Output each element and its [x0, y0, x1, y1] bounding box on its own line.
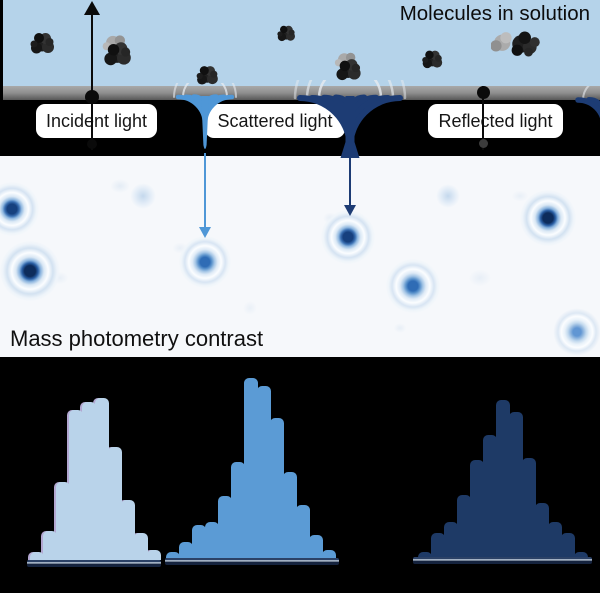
histogram-bar — [95, 398, 109, 560]
reflected-light-label-text: Reflected light — [438, 110, 553, 131]
histogram-bar — [108, 447, 122, 560]
contrast-caption: Mass photometry contrast — [10, 326, 264, 351]
histogram-bar — [470, 460, 484, 557]
psf-spot — [179, 236, 231, 288]
histogram-bar — [522, 458, 536, 557]
histogram-bar — [535, 503, 549, 557]
histogram-baseline — [413, 557, 592, 564]
histogram-bar — [483, 435, 497, 557]
histogram-bar — [444, 522, 458, 557]
histogram-bar — [147, 550, 161, 560]
scattered-light-arrow-large — [348, 150, 352, 206]
psf-spot — [436, 184, 460, 208]
contrast-region: Mass photometry contrast — [0, 156, 600, 357]
molecules-title: Molecules in solution — [399, 2, 590, 25]
histogram-bar — [548, 522, 562, 557]
psf-spot — [0, 241, 60, 301]
histogram-bar — [296, 505, 310, 558]
molecule — [491, 31, 540, 57]
histogram-bar — [231, 462, 245, 558]
scattered-light-arrow-small — [203, 153, 207, 228]
psf-spot — [321, 210, 375, 264]
reflected-light-label: Reflected light — [428, 104, 563, 138]
histogram-bar — [561, 533, 575, 557]
incident-light-label-text: Incident light — [45, 110, 148, 131]
molecule — [30, 33, 54, 54]
histogram-bar — [418, 552, 432, 557]
psf-spot — [386, 259, 440, 313]
histogram-bar — [56, 482, 70, 560]
histogram-bar — [192, 525, 206, 558]
histogram-bar — [179, 542, 193, 558]
scattered-light-label-text: Scattered light — [217, 110, 333, 131]
molecule — [422, 50, 443, 69]
histogram-bar — [457, 495, 471, 557]
psf-spot — [520, 190, 576, 246]
histogram-bar — [166, 552, 180, 558]
psf-spot — [0, 182, 39, 236]
histogram-bar — [218, 496, 232, 558]
histogram-baseline — [27, 560, 161, 567]
molecule — [334, 52, 361, 81]
scattered-light-arrowhead-small-icon — [198, 227, 211, 238]
histogram-bar — [509, 412, 523, 557]
histogram-bar — [82, 402, 96, 560]
histogram-bar — [134, 533, 148, 560]
scattered-light-label: Scattered light — [205, 104, 345, 138]
incident-light-label: Incident light — [36, 104, 157, 138]
line-node — [87, 139, 97, 149]
histogram-bar — [270, 418, 284, 558]
psf-spot — [553, 308, 600, 356]
incident-light-line — [90, 14, 94, 150]
reflected-light-line — [481, 86, 485, 150]
line-node — [476, 85, 490, 99]
line-node — [478, 138, 488, 148]
histogram-bar — [43, 531, 57, 560]
histogram-bar — [30, 552, 44, 560]
molecule — [196, 66, 218, 85]
molecule — [277, 25, 295, 42]
histogram-bar — [574, 552, 588, 557]
histogram-bar — [69, 410, 83, 560]
fan-arms — [575, 97, 600, 119]
scattered-light-arrowhead-large-icon — [343, 205, 356, 216]
histogram-bar — [283, 472, 297, 558]
histogram-bar — [309, 535, 323, 558]
molecule — [102, 35, 131, 66]
histogram-bar — [257, 386, 271, 558]
incident-light-arrowhead-icon — [84, 1, 100, 15]
histogram-bar — [205, 522, 219, 558]
histogram-bar — [431, 533, 445, 557]
histogram-bar — [244, 378, 258, 558]
histogram-bar — [322, 550, 336, 558]
histogram-bar — [496, 400, 510, 557]
histogram-bar — [121, 500, 135, 560]
line-node — [85, 90, 99, 104]
histogram-baseline — [165, 558, 339, 565]
psf-spot — [130, 183, 156, 209]
